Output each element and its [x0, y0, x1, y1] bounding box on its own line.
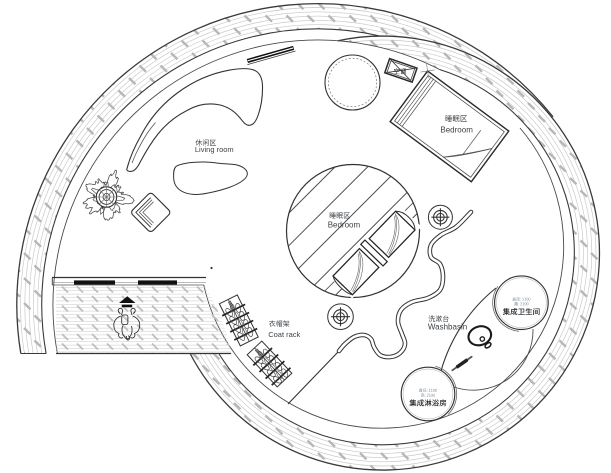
svg-text:Bedroom: Bedroom [328, 221, 361, 230]
svg-text:Coat rack: Coat rack [268, 330, 300, 339]
svg-text:Living room: Living room [195, 145, 234, 154]
svg-text:Bedroom: Bedroom [440, 125, 473, 134]
svg-text:Washbasin: Washbasin [428, 322, 467, 331]
